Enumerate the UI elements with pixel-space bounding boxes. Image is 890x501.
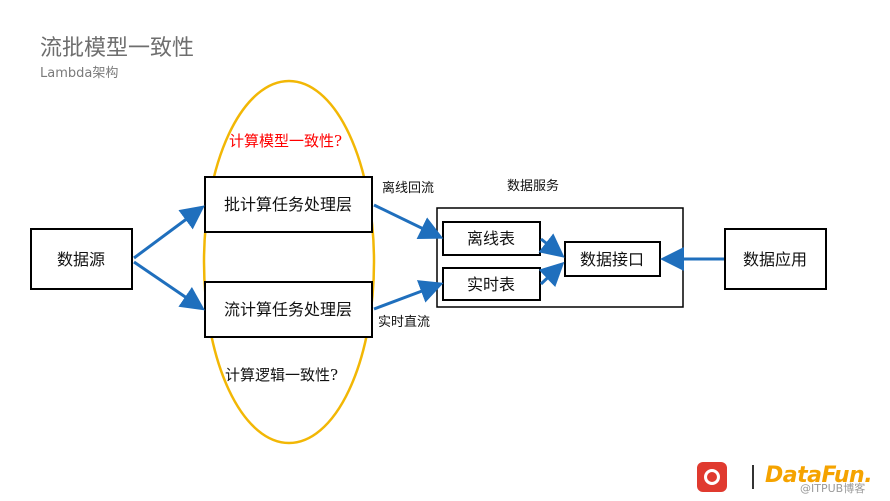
data-service-label: 数据服务 bbox=[507, 178, 559, 194]
batch-layer-label: 批计算任务处理层 bbox=[224, 195, 352, 214]
data-interface-node bbox=[564, 241, 661, 277]
datafun-logo: DataFun. bbox=[765, 463, 873, 488]
arrow-stream-to-realtime bbox=[373, 280, 444, 311]
consistency-ellipse bbox=[202, 79, 376, 445]
arrow-source-to-stream bbox=[133, 260, 205, 311]
batch-layer-node bbox=[204, 176, 373, 233]
offline-table-label: 离线表 bbox=[467, 229, 515, 248]
netease-logo-icon bbox=[697, 462, 727, 492]
arrow-source-to-batch bbox=[133, 205, 205, 260]
arrow-offline-to-interface bbox=[538, 233, 565, 258]
data-interface-label: 数据接口 bbox=[580, 250, 644, 269]
model-consistency-question: 计算模型一致性? bbox=[229, 132, 342, 150]
arrow-batch-to-offline bbox=[373, 203, 444, 239]
watermark: @ITPUB博客 bbox=[800, 482, 866, 495]
realtime-table-node bbox=[442, 267, 541, 301]
arrow-realtime-to-interface bbox=[538, 261, 565, 288]
data-application-label: 数据应用 bbox=[743, 250, 807, 269]
data-application-node bbox=[724, 228, 827, 290]
footer-divider bbox=[752, 465, 754, 489]
page-subtitle: Lambda架构 bbox=[40, 66, 119, 81]
offline-flow-label: 离线回流 bbox=[382, 180, 434, 196]
page-title: 流批模型一致性 bbox=[40, 36, 195, 61]
logic-consistency-question: 计算逻辑一致性? bbox=[225, 366, 338, 384]
realtime-flow-label: 实时直流 bbox=[378, 315, 430, 330]
data-source-label: 数据源 bbox=[57, 250, 105, 269]
stream-layer-node bbox=[204, 281, 373, 338]
data-source-node bbox=[30, 228, 133, 290]
realtime-table-label: 实时表 bbox=[467, 275, 515, 294]
stream-layer-label: 流计算任务处理层 bbox=[224, 300, 352, 319]
